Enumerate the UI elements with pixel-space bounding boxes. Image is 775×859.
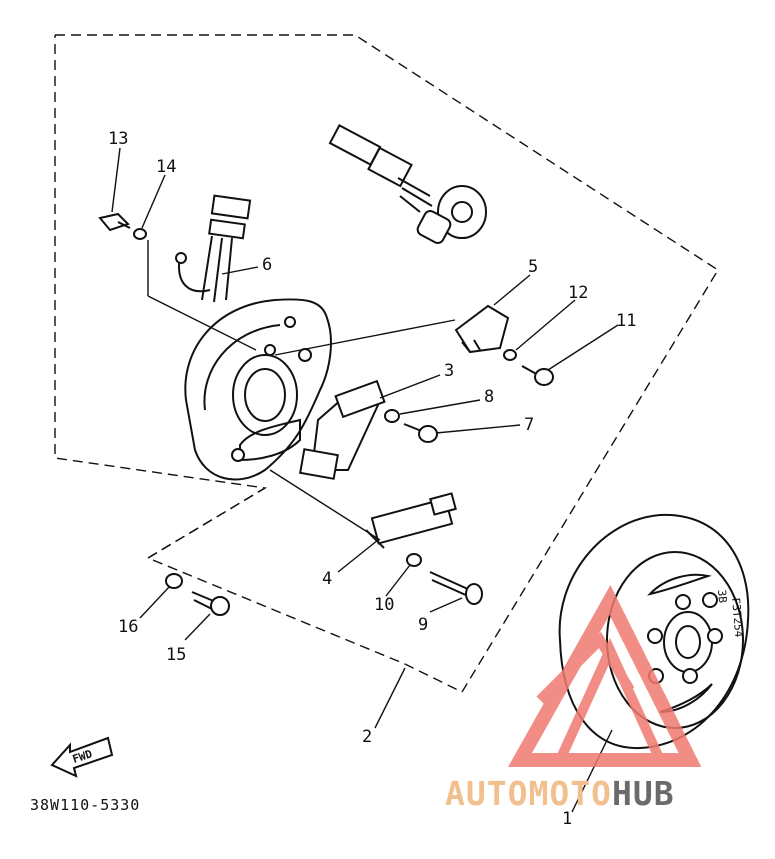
callout-4: 4 <box>322 569 332 589</box>
flywheel-rotor: 3B F3T254 <box>558 513 750 750</box>
callout-labels: 13 14 6 5 12 11 3 8 7 4 10 9 16 15 2 1 <box>108 129 636 829</box>
wire-harness <box>175 114 329 303</box>
watermark-text-part-1: AUTOMOTO <box>445 774 612 813</box>
callout-15: 15 <box>166 645 186 665</box>
callout-9: 9 <box>418 615 428 635</box>
assembly-boundary <box>54 34 719 693</box>
part-code: 38W110-5330 <box>30 796 140 814</box>
pickup-coil <box>365 492 457 549</box>
connector-plug <box>328 124 487 244</box>
callout-8: 8 <box>484 387 494 407</box>
watermark-text: AUTOMOTOHUB <box>445 774 675 813</box>
stator-plate <box>184 298 332 481</box>
callout-16: 16 <box>118 617 138 637</box>
terminal-5 <box>454 304 510 354</box>
source-coil <box>299 379 386 480</box>
callout-11: 11 <box>616 311 636 331</box>
callout-5: 5 <box>528 257 538 277</box>
rotor-stamp-2: F3T254 <box>729 597 745 638</box>
callout-2: 2 <box>362 727 372 747</box>
callout-7: 7 <box>524 415 534 435</box>
fwd-arrow: FWD <box>50 736 114 778</box>
callout-10: 10 <box>374 595 394 615</box>
rotor-stamp: 3B <box>715 589 729 604</box>
callout-12: 12 <box>568 283 588 303</box>
callout-3: 3 <box>444 361 454 381</box>
leader-lines <box>111 147 619 813</box>
watermark-logo <box>508 585 702 767</box>
hardware <box>98 212 554 616</box>
watermark-text-part-2: HUB <box>612 774 675 813</box>
callout-14: 14 <box>156 157 176 177</box>
callout-6: 6 <box>262 255 272 275</box>
callout-13: 13 <box>108 129 128 149</box>
fwd-label: FWD <box>71 747 94 766</box>
callout-1: 1 <box>562 809 572 829</box>
